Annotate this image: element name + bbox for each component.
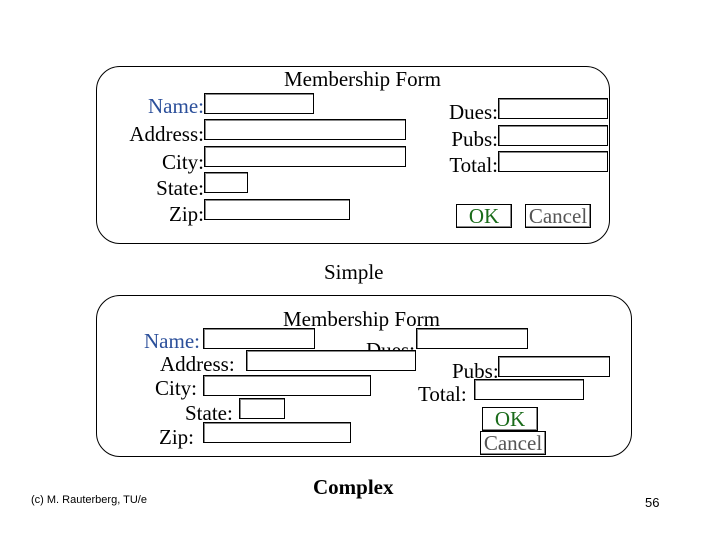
simple-pubs-field[interactable]: [498, 125, 608, 146]
simple-zip-label: Zip:: [169, 202, 204, 226]
complex-form-title: Membership Form: [283, 307, 440, 331]
simple-name-label: Name:: [148, 94, 204, 118]
complex-total-label: Total:: [418, 382, 467, 406]
complex-ok-button[interactable]: OK: [482, 407, 538, 431]
simple-name-field[interactable]: [204, 93, 314, 114]
complex-cancel-button[interactable]: Cancel: [480, 431, 546, 455]
simple-zip-field[interactable]: [204, 199, 350, 220]
complex-name-field[interactable]: [203, 328, 315, 349]
simple-dues-label: Dues:: [449, 100, 498, 124]
complex-zip-label: Zip:: [159, 425, 194, 449]
simple-total-label: Total:: [449, 153, 498, 177]
simple-dues-field[interactable]: [498, 98, 608, 119]
complex-zip-field[interactable]: [203, 422, 351, 443]
simple-caption: Simple: [324, 260, 384, 284]
copyright-footer: (c) M. Rauterberg, TU/e: [31, 494, 147, 506]
simple-state-label: State:: [156, 176, 204, 200]
complex-address-label: Address:: [160, 352, 235, 376]
simple-ok-button[interactable]: OK: [456, 204, 512, 228]
simple-form-title: Membership Form: [284, 67, 441, 91]
complex-caption: Complex: [313, 475, 394, 499]
complex-name-label: Name:: [144, 329, 200, 353]
complex-pubs-field[interactable]: [498, 356, 610, 377]
simple-address-label: Address:: [129, 122, 204, 146]
simple-state-field[interactable]: [204, 172, 248, 193]
complex-address-field[interactable]: [246, 350, 416, 371]
simple-address-field[interactable]: [204, 119, 406, 140]
simple-pubs-label: Pubs:: [451, 127, 498, 151]
complex-city-field[interactable]: [203, 375, 371, 396]
simple-city-label: City:: [161, 150, 204, 174]
simple-city-field[interactable]: [204, 146, 406, 167]
complex-total-field[interactable]: [474, 379, 584, 400]
page-number: 56: [645, 495, 660, 510]
simple-total-field[interactable]: [498, 151, 608, 172]
complex-state-field[interactable]: [239, 398, 285, 419]
complex-dues-field[interactable]: [416, 328, 528, 349]
complex-state-label: State:: [185, 401, 233, 425]
complex-city-label: City:: [155, 376, 198, 400]
simple-cancel-button[interactable]: Cancel: [525, 204, 591, 228]
